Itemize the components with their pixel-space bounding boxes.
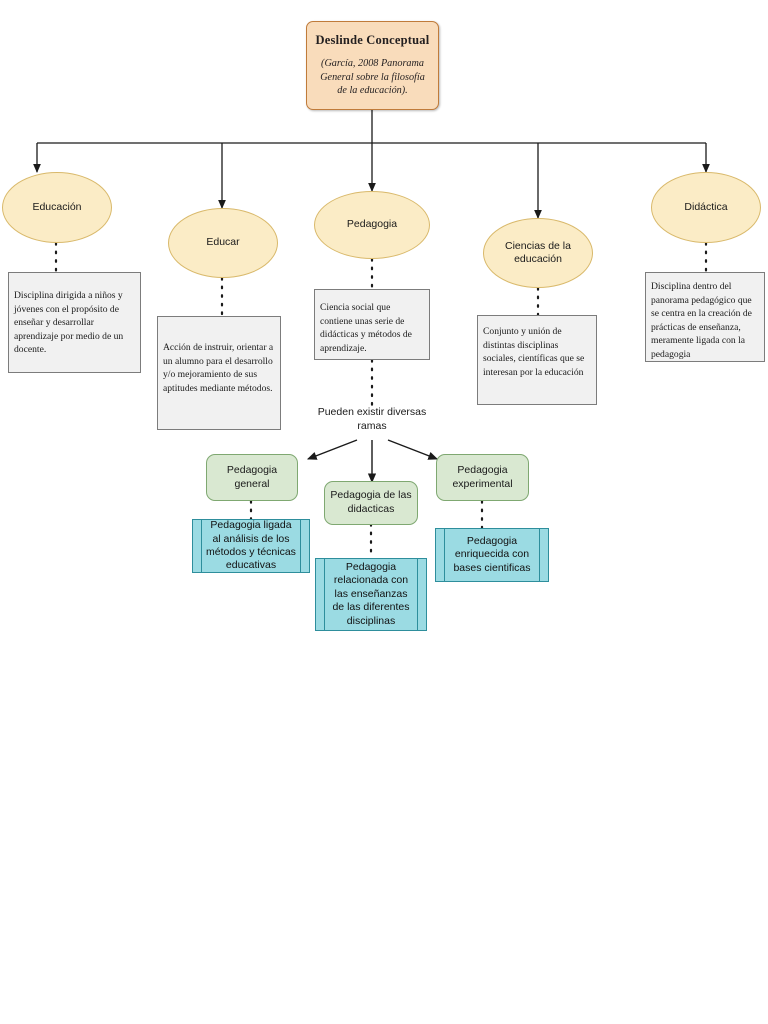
node-label-educar: Educar (206, 236, 240, 249)
edge-ramas-to-experimental (387, 439, 439, 460)
note-box-pedagogia-general: Pedagogia ligada al análisis de los méto… (192, 519, 310, 573)
note-text-pedagogia-experimental: Pedagogia enriquecida con bases cientifi… (453, 534, 531, 574)
edge-ramas-to-general (306, 439, 358, 460)
node-label-pedagogia: Pedagogia (346, 218, 398, 231)
description-text-pedagogia: Ciencia social que contiene unas serie d… (320, 302, 412, 354)
connector-label-text: Pueden existir diversas ramas (317, 406, 427, 432)
note-box-pedagogia-de-las-didacticas: Pedagogia relacionada con las enseñanzas… (315, 558, 427, 631)
note-text-pedagogia-de-las-didacticas: Pedagogia relacionada con las enseñanzas… (332, 560, 410, 627)
node-ellipse-educacion[interactable]: Educación (2, 172, 112, 243)
node-pedagogia-de-las-didacticas[interactable]: Pedagogia de las didacticas (324, 481, 418, 525)
note-text-pedagogia-general: Pedagogia ligada al análisis de los méto… (206, 519, 296, 572)
root-subtitle: (García, 2008 Panorama General sobre la … (320, 58, 425, 97)
description-box-pedagogia: Ciencia social que contiene unas serie d… (314, 289, 430, 360)
root-title: Deslinde Conceptual (315, 33, 430, 48)
node-label-ciencias-de-la-educacion: Ciencias de la educación (505, 239, 571, 265)
node-pedagogia-experimental[interactable]: Pedagogia experimental (436, 454, 529, 501)
edge-root-to-bar (37, 110, 706, 144)
description-box-educacion: Disciplina dirigida a niños y jóvenes co… (8, 272, 141, 373)
connector-label-ramas: Pueden existir diversas ramas (307, 406, 437, 433)
description-box-educar: Acción de instruir, orientar a un alumno… (157, 316, 281, 430)
node-ellipse-pedagogia[interactable]: Pedagogia (314, 191, 430, 259)
description-text-ciencias-de-la-educacion: Conjunto y unión de distintas disciplina… (483, 326, 585, 378)
description-box-ciencias-de-la-educacion: Conjunto y unión de distintas disciplina… (477, 315, 597, 405)
note-box-pedagogia-experimental: Pedagogia enriquecida con bases cientifi… (435, 528, 549, 582)
node-label-didactica: Didáctica (684, 200, 728, 213)
node-label-pedagogia-de-las-didacticas: Pedagogia de las didacticas (330, 489, 412, 515)
description-text-educacion: Disciplina dirigida a niños y jóvenes co… (14, 290, 124, 356)
node-label-pedagogia-experimental: Pedagogia experimental (452, 463, 513, 490)
description-text-educar: Acción de instruir, orientar a un alumno… (163, 342, 274, 394)
node-ellipse-didactica[interactable]: Didáctica (651, 172, 761, 243)
description-text-didactica: Disciplina dentro del panorama pedagógic… (651, 281, 752, 361)
description-box-didactica: Disciplina dentro del panorama pedagógic… (645, 272, 765, 362)
node-label-educacion: Educación (32, 200, 82, 213)
node-pedagogia-general[interactable]: Pedagogia general (206, 454, 298, 501)
node-ellipse-ciencias-de-la-educacion[interactable]: Ciencias de la educación (483, 218, 593, 288)
root-node-deslinde-conceptual[interactable]: Deslinde Conceptual (García, 2008 Panora… (306, 21, 439, 110)
node-label-pedagogia-general: Pedagogia general (226, 463, 278, 490)
node-ellipse-educar[interactable]: Educar (168, 208, 278, 278)
